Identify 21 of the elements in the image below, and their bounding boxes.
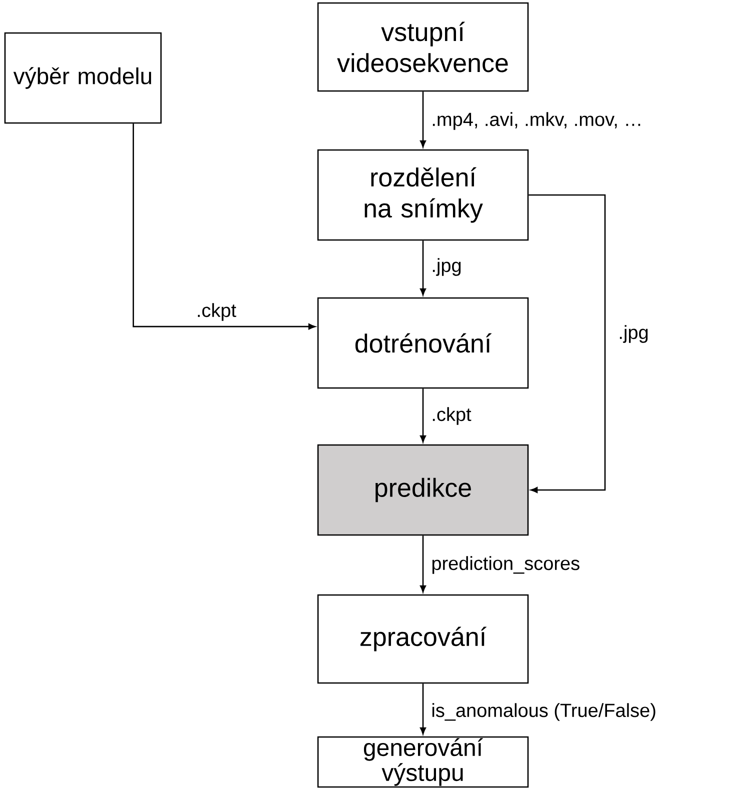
arrow — [420, 536, 426, 592]
arrow — [528, 194, 606, 493]
arrow — [420, 92, 426, 148]
arrow — [132, 124, 316, 330]
edge-label: .ckpt — [195, 302, 238, 322]
process-box: zpracování — [317, 594, 529, 684]
arrow — [420, 388, 426, 442]
process-box: generování výstupu — [317, 736, 529, 788]
arrow — [420, 240, 426, 296]
process-box: výběr modelu — [4, 32, 162, 124]
arrow — [420, 684, 426, 734]
edge-label: is_anomalous (True/False) — [430, 702, 658, 722]
process-box: dotrénování — [317, 297, 529, 389]
process-box: vstupní videosekvence — [317, 2, 529, 92]
edge-label: .mp4, .avi, .mkv, .mov, … — [430, 111, 644, 131]
edge-label: prediction_scores — [430, 555, 582, 575]
edge-label: .ckpt — [430, 406, 472, 426]
edge-label: .jpg — [617, 324, 650, 344]
process-box: rozdělení na snímky — [317, 149, 529, 241]
process-box: predikce — [317, 444, 529, 536]
edge-label: .jpg — [430, 257, 463, 277]
